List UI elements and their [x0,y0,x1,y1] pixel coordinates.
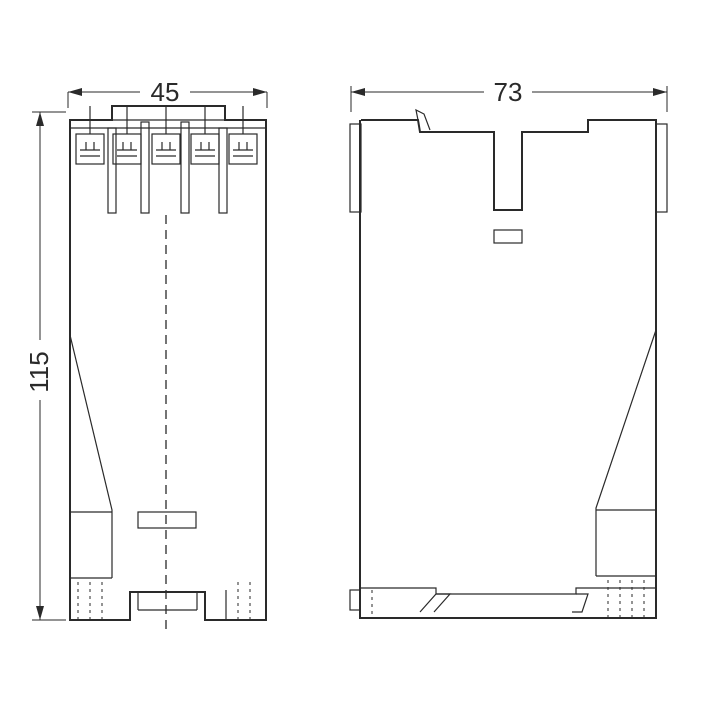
height-dimension: 115 [24,111,66,621]
side-view: 73 [349,77,668,619]
width-label: 45 [151,77,180,107]
front-label-slot [137,511,197,529]
width-dimension: 45 [67,77,268,108]
height-label: 115 [24,351,54,392]
terminal-blades [107,121,228,214]
terminal-block [75,106,258,165]
side-label-slot [493,229,523,244]
side-body-outline [359,119,657,619]
depth-label: 73 [494,77,523,107]
front-view: 45 115 [24,77,268,630]
depth-dimension: 73 [350,77,668,112]
front-body-outline [69,105,267,621]
